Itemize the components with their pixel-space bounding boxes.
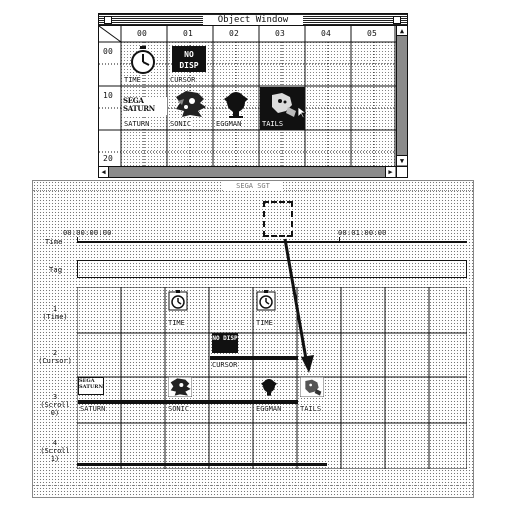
track-name: (Cursor) (38, 357, 72, 365)
col-header: 02 (229, 29, 240, 38)
object-window-titlebar[interactable]: Object Window (99, 14, 407, 26)
clip-saturn[interactable]: SEGA SATURN SATURN (78, 377, 166, 417)
no-disp-icon: NO DISP (212, 333, 238, 353)
clip-cursor[interactable]: NO DISP CURSOR (210, 333, 298, 373)
saturn-logo-icon: SEGA SATURN (123, 97, 167, 115)
saturn-logo-text: SEGA SATURN (79, 378, 104, 390)
scroll-up-arrow-icon[interactable]: ▲ (397, 26, 407, 36)
track-label-1: 1 (Time) (37, 305, 73, 321)
object-label: SONIC (170, 120, 192, 128)
tag-row[interactable] (77, 260, 467, 278)
col-header: 04 (321, 29, 332, 38)
clip-eggman[interactable]: EGGMAN (253, 377, 298, 417)
object-window-hscrollbar[interactable]: ◀ ▶ (99, 166, 396, 177)
track-label-4: 4 (Scroll 1) (37, 439, 73, 463)
clip-label: EGGMAN (256, 405, 282, 413)
scroll-left-arrow-icon[interactable]: ◀ (99, 167, 109, 177)
clip-label: TIME (168, 319, 185, 327)
track-number: 2 (52, 349, 58, 357)
clip-tails[interactable]: TAILS (298, 377, 342, 417)
clip-duration-bar[interactable] (165, 400, 254, 404)
sonic-sprite-icon (168, 377, 192, 397)
object-cell-cursor[interactable]: NO DISP CURSOR (168, 43, 213, 86)
clip-label: TAILS (300, 405, 322, 413)
track-label-3: 3 (Scroll 0) (37, 393, 73, 417)
object-grid-lines (99, 26, 396, 166)
close-box[interactable] (104, 16, 112, 24)
zoom-box[interactable] (393, 16, 401, 24)
object-cell-sonic[interactable]: SONIC (168, 87, 213, 130)
row-header: 20 (103, 154, 114, 163)
stopwatch-icon (131, 46, 155, 74)
drag-arrow (283, 238, 314, 373)
clip-duration-bar[interactable] (210, 356, 298, 360)
object-window-title: Object Window (203, 15, 303, 25)
track-4-bar (77, 463, 327, 466)
clip-label: SATURN (80, 405, 106, 413)
timeline-window: SEGA SGT 00:00:00:00 00:01:00:00 Time Ta… (32, 180, 474, 498)
clip-time-1[interactable]: TIME (166, 289, 206, 329)
clip-label: CURSOR (212, 361, 238, 369)
time-row-label: Time (45, 238, 63, 246)
scroll-down-arrow-icon[interactable]: ▼ (397, 155, 407, 165)
track-grid (77, 287, 467, 469)
no-disp-icon: NO DISP (172, 46, 206, 72)
scroll-right-arrow-icon[interactable]: ▶ (385, 167, 395, 177)
object-label: TIME (124, 76, 141, 84)
tails-sprite-icon (272, 93, 296, 117)
object-label: EGGMAN (216, 120, 242, 128)
object-cell-time[interactable]: TIME (122, 43, 167, 86)
timeline-titlebar[interactable]: SEGA SGT (33, 181, 473, 191)
mouse-pointer-icon (298, 107, 306, 119)
object-window-vscrollbar[interactable]: ▲ ▼ (396, 26, 407, 166)
clip-label: TIME (256, 319, 273, 327)
time-ruler[interactable] (77, 241, 467, 243)
object-cell-tails[interactable]: TAILS (260, 87, 306, 130)
object-label: CURSOR (170, 76, 196, 84)
track-name: (Time) (42, 313, 68, 321)
eggman-sprite-icon (224, 92, 248, 118)
track-name: (Scroll 0) (40, 401, 70, 417)
track-label-2: 2 (Cursor) (37, 349, 73, 365)
track-number: 4 (52, 439, 58, 447)
tails-sprite-icon (300, 377, 324, 397)
object-window: Object Window (98, 13, 408, 178)
col-header: 05 (367, 29, 378, 38)
object-grid: 00 01 02 03 04 05 00 10 20 TIME NO DISP … (99, 26, 396, 166)
object-cell-eggman[interactable]: EGGMAN (214, 87, 259, 130)
track-name: (Scroll 1) (40, 447, 70, 463)
timeline-hscrollbar[interactable] (33, 485, 473, 497)
time-start-label: 00:00:00:00 (63, 229, 112, 237)
no-disp-text: NO DISP (212, 335, 238, 342)
col-header: 01 (183, 29, 194, 38)
track-number: 3 (52, 393, 58, 401)
eggman-sprite-icon (261, 379, 277, 396)
time-mid-label: 00:01:00:00 (338, 229, 387, 237)
clip-label: SONIC (168, 405, 190, 413)
object-label: SATURN (124, 120, 150, 128)
clip-duration-bar[interactable] (78, 400, 166, 404)
saturn-logo-text: SEGA SATURN (123, 96, 155, 113)
drag-ghost-outline (263, 201, 293, 237)
time-ruler-tick (339, 237, 340, 243)
saturn-logo-icon: SEGA SATURN (78, 377, 104, 395)
object-label: TAILS (262, 120, 284, 128)
clip-duration-bar[interactable] (253, 400, 298, 404)
stopwatch-icon (256, 290, 276, 311)
grow-box[interactable] (396, 166, 407, 177)
col-header: 03 (275, 29, 286, 38)
sonic-sprite-icon (176, 91, 206, 117)
row-header: 10 (103, 91, 114, 100)
row-header: 00 (103, 47, 114, 56)
clip-time-2[interactable]: TIME (254, 289, 294, 329)
col-header: 00 (137, 29, 148, 38)
tag-row-label: Tag (49, 266, 63, 274)
stopwatch-icon (168, 290, 188, 311)
track-number: 1 (52, 305, 58, 313)
object-cell-saturn[interactable]: SEGA SATURN SATURN (122, 87, 167, 130)
clip-sonic[interactable]: SONIC (165, 377, 254, 417)
time-ruler-tick (77, 237, 78, 243)
timeline-title: SEGA SGT (223, 181, 283, 191)
no-disp-text: NO DISP (179, 50, 199, 70)
